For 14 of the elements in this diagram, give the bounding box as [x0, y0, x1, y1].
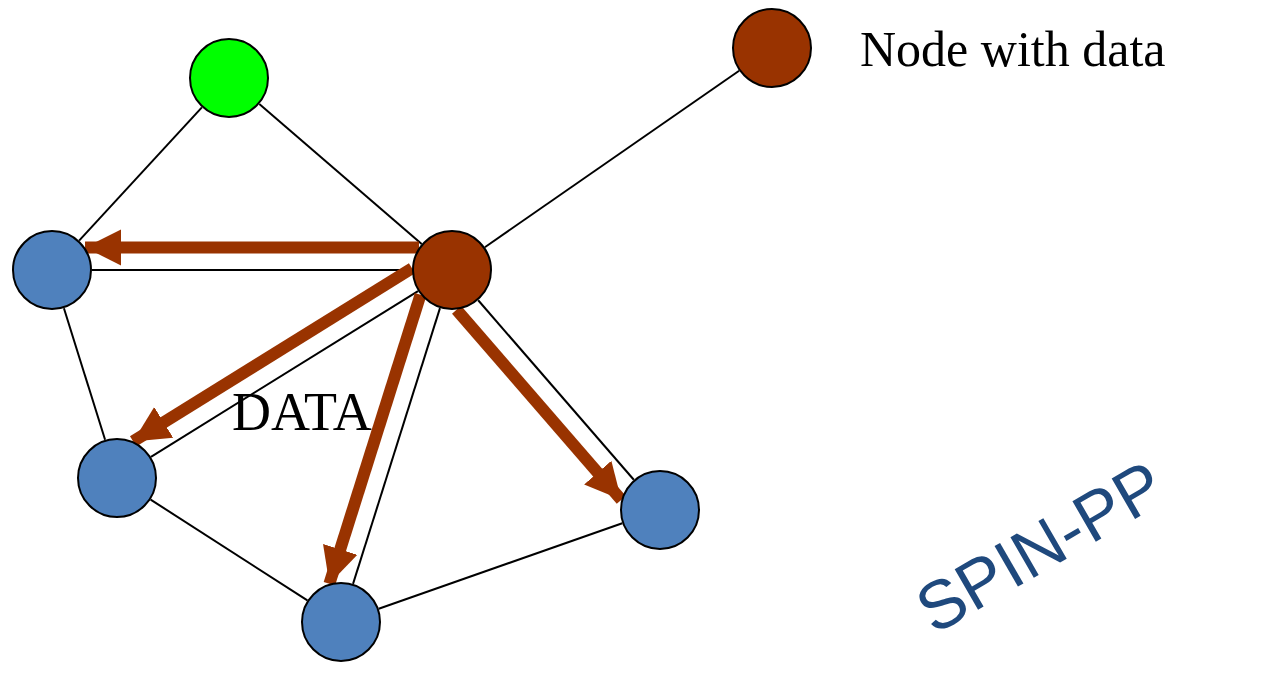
- circle-node: [412, 230, 492, 310]
- arrow: [85, 229, 419, 266]
- node-caption: Node with data: [860, 24, 1166, 74]
- connection-line: [150, 290, 419, 458]
- connection-line: [78, 106, 203, 242]
- arrow: [323, 292, 427, 586]
- connection-line: [62, 307, 107, 441]
- connection-line: [477, 299, 635, 481]
- connection-line: [149, 498, 309, 602]
- connection-line: [483, 69, 741, 249]
- connection-line: [352, 307, 441, 585]
- diagram-label: DATA: [232, 385, 372, 439]
- connection-line: [258, 103, 423, 245]
- connection-line: [377, 522, 624, 610]
